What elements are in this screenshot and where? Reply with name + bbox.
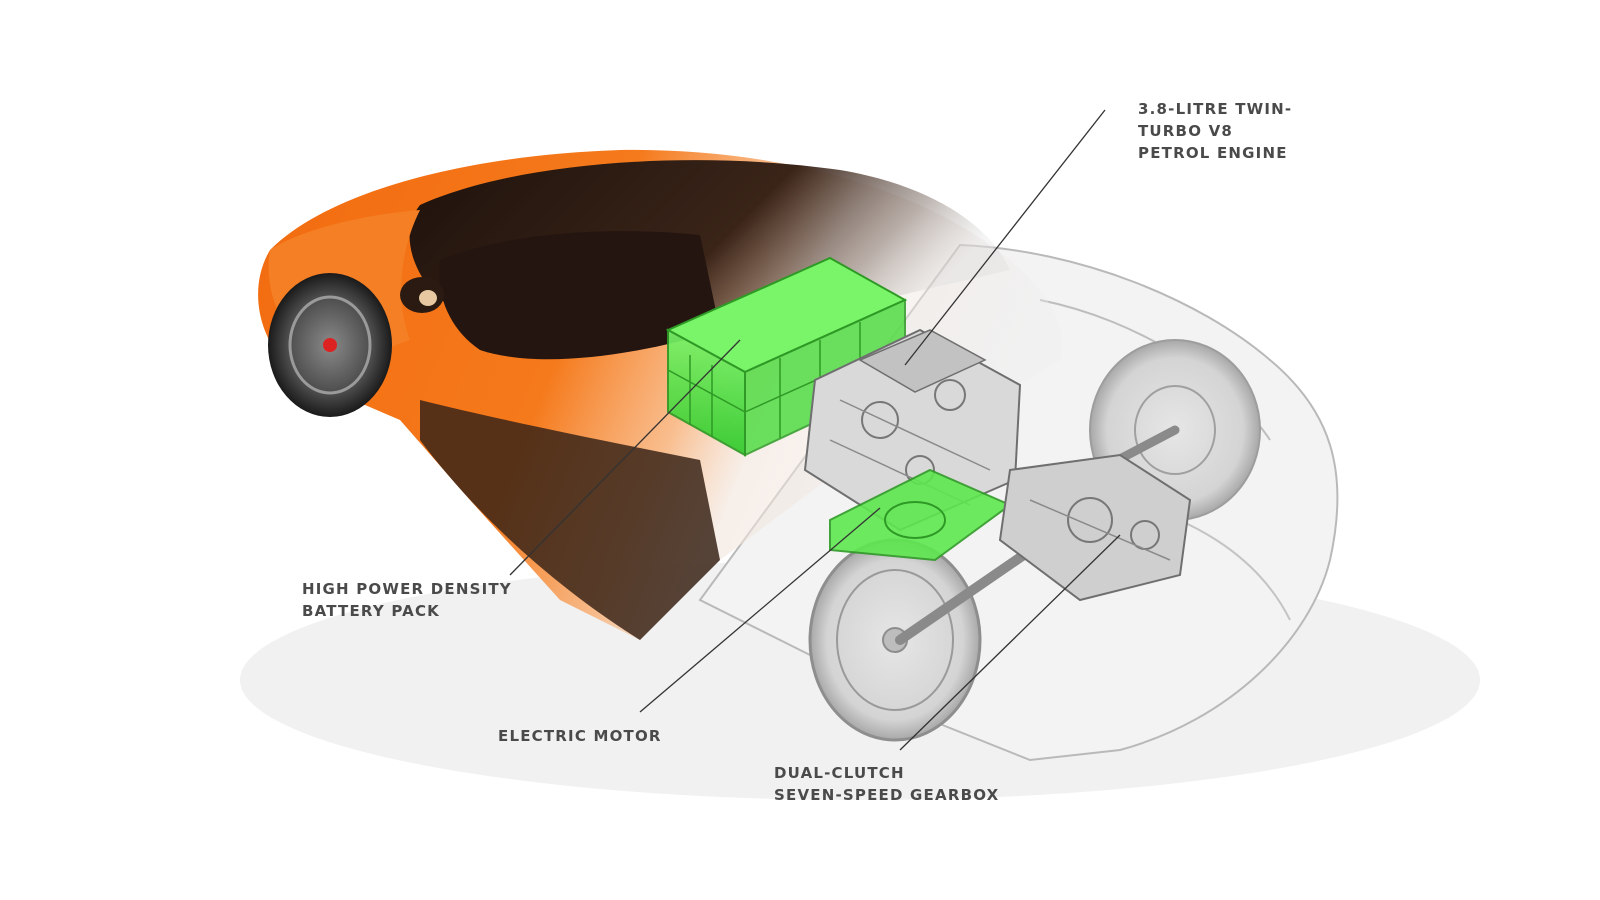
callout-motor-line-1: ELECTRIC MOTOR [498,727,662,745]
callout-gearbox-line-2: SEVEN-SPEED GEARBOX [774,786,1000,804]
callout-engine-line-1: 3.8-LITRE TWIN- [1138,100,1293,118]
side-mirror-glass [419,290,437,306]
callout-engine: 3.8-LITRE TWIN- TURBO V8 PETROL ENGINE [1138,98,1292,164]
leader-battery [509,339,741,576]
front-wheel-rim [288,295,372,395]
callout-motor: ELECTRIC MOTOR [498,725,662,747]
callout-battery: HIGH POWER DENSITY BATTERY PACK [302,578,512,622]
callout-engine-line-3: PETROL ENGINE [1138,144,1288,162]
electric-motor [829,468,1012,562]
gearbox [998,453,1192,602]
leader-gearbox [899,534,1121,751]
side-sill [420,400,720,640]
v8-engine [803,328,1022,532]
callout-gearbox: DUAL-CLUTCH SEVEN-SPEED GEARBOX [774,762,999,806]
callout-battery-line-1: HIGH POWER DENSITY [302,580,512,598]
callout-battery-line-2: BATTERY PACK [302,602,441,620]
callout-gearbox-line-1: DUAL-CLUTCH [774,764,905,782]
front-wheel-hub [323,338,337,352]
callout-engine-line-2: TURBO V8 [1138,122,1234,140]
rear-wheel-near-rim [836,569,954,711]
side-window [439,231,720,360]
rear-wheel-far-hub [1134,385,1216,475]
leader-motor [639,507,881,713]
leader-engine [904,109,1106,366]
